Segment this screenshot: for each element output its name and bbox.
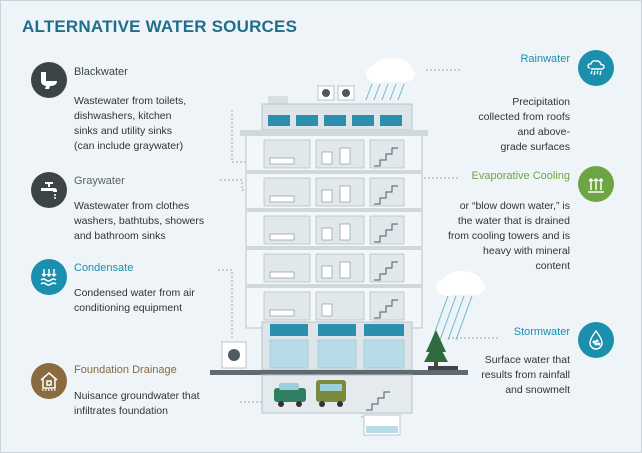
faucet-icon (31, 172, 67, 208)
evaporative-line: content (535, 260, 570, 272)
rainwater-line: and above- (517, 126, 570, 138)
evaporative-cooling-heading: Evaporative Cooling (471, 170, 570, 182)
rainwater-line: grade surfaces (500, 141, 570, 153)
blackwater-heading: Blackwater (74, 66, 128, 78)
floors (246, 139, 422, 321)
stormwater-line: results from rainfall (481, 369, 570, 381)
van (316, 380, 346, 407)
condensate-leader (218, 269, 233, 338)
steam-icon (578, 166, 614, 202)
storm-drain (428, 366, 458, 370)
toilet-icon (31, 62, 67, 98)
blackwater-line: dishwashers, kitchen (74, 110, 172, 122)
condensate-heading: Condensate (74, 262, 134, 274)
parking-stairs (366, 391, 390, 411)
house-drainage-icon (31, 363, 67, 399)
rain-cloud-icon (578, 50, 614, 86)
stormwater-line: Surface water that (484, 354, 570, 366)
stormwater-heading: Stormwater (513, 326, 570, 338)
stormwater-line: and snowmelt (505, 384, 570, 396)
stormwater-description: Surface water that results from rainfall… (440, 353, 570, 398)
rainwater-description: Precipitation collected from roofs and a… (440, 95, 570, 155)
foundation-drainage-description: Nuisance groundwater that infiltrates fo… (74, 389, 200, 419)
storm-rain-lines (431, 295, 473, 341)
graywater-line: and bathroom sinks (74, 230, 166, 242)
ground-line (210, 370, 468, 375)
rainwater-line: Precipitation (512, 96, 570, 108)
rain-lines (365, 83, 405, 101)
condensate-line: conditioning equipment (74, 302, 182, 314)
evaporative-line: the water that is drained (457, 215, 570, 227)
blackwater-line: (can include graywater) (74, 140, 184, 152)
rainwater-heading: Rainwater (520, 53, 570, 65)
lobby-windows (270, 324, 404, 336)
graywater-heading: Graywater (74, 175, 125, 187)
graywater-description: Wastewater from clothes washers, bathtub… (74, 199, 204, 244)
blackwater-line: sinks and utility sinks (74, 125, 173, 137)
blackwater-line: Wastewater from toilets, (74, 95, 187, 107)
foundation-drainage-heading: Foundation Drainage (74, 364, 177, 376)
sump-water (366, 426, 398, 433)
roof-units (268, 85, 355, 104)
ac-fan (228, 349, 240, 361)
graywater-line: washers, bathtubs, showers (74, 215, 205, 227)
evaporative-line: heavy with mineral (483, 245, 570, 257)
foundation-line: infiltrates foundation (74, 405, 168, 417)
lobby-glass (269, 339, 405, 369)
car (274, 383, 306, 407)
roof-slab (240, 130, 428, 136)
evaporative-line: or “blow down water,” is (459, 200, 570, 212)
penthouse-windows (268, 115, 402, 126)
water-drop-icon (578, 322, 614, 358)
graywater-line: Wastewater from clothes (74, 200, 190, 212)
rain-cloud (366, 58, 415, 83)
condensate-icon (31, 259, 67, 295)
rainwater-line: collected from roofs (478, 111, 570, 123)
tree (424, 330, 448, 370)
condensate-description: Condensed water from air conditioning eq… (74, 286, 195, 316)
page-title: ALTERNATIVE WATER SOURCES (22, 17, 298, 36)
foundation-line: Nuisance groundwater that (74, 390, 200, 402)
evaporative-cooling-description: or “blow down water,” is the water that … (420, 199, 570, 274)
blackwater-description: Wastewater from toilets, dishwashers, ki… (74, 94, 186, 154)
condensate-line: Condensed water from air (74, 287, 195, 299)
evaporative-line: from cooling towers and is (448, 230, 570, 242)
storm-cloud (436, 271, 485, 296)
